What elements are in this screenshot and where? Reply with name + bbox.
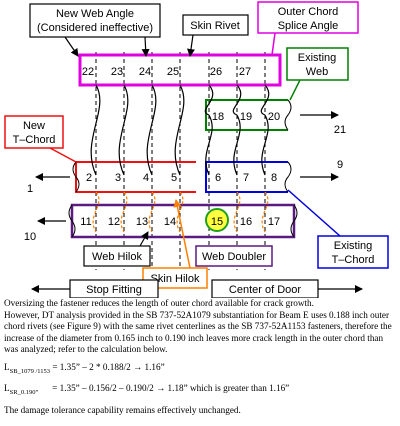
- web-hilok-label: Web Hilok: [92, 251, 142, 263]
- web-hilok-leader: [139, 231, 149, 247]
- fastener-27: 27: [239, 66, 251, 78]
- skin-rivet-callout: [182, 14, 249, 36]
- fastener-5: 5: [171, 172, 177, 184]
- existing-tchord-label: Existing: [334, 240, 373, 252]
- existing-web-outline: [205, 99, 288, 131]
- new-web-angle-callout: [29, 3, 161, 38]
- arrow-label-21: 21: [334, 124, 346, 136]
- fastener-23: 23: [111, 66, 123, 78]
- skin-hilok-label: Skin Hilok: [151, 273, 200, 285]
- fastener-13: 13: [136, 216, 148, 228]
- paragraph-oversizing: Oversizing the fastener reduces the leng…: [4, 298, 314, 308]
- new-web-angle-label: New Web Angle: [56, 8, 134, 20]
- paragraph-dt-analysis: However, DT analysis provided in the SB …: [4, 309, 392, 355]
- existing-tchord-break: [284, 161, 292, 193]
- new-tchord-callout: [4, 115, 64, 149]
- stop-fitting-box: [69, 279, 159, 298]
- web-doubler-break-right: [290, 204, 298, 238]
- existing-tchord-label-2: T–Chord: [332, 254, 375, 266]
- center-door-label: Center of Door: [229, 284, 301, 296]
- fastener-25: 25: [167, 66, 179, 78]
- existing-web-label: Existing: [298, 52, 337, 64]
- skin-hilok-curves: [92, 191, 269, 233]
- web-doubler-break-left: [68, 204, 76, 238]
- fastener-20: 20: [268, 111, 280, 123]
- fastener-14: 14: [164, 216, 176, 228]
- existing-web-leader: [289, 79, 301, 101]
- new-tchord-outline: [75, 161, 196, 193]
- existing-web-label-2: Web: [306, 66, 328, 78]
- fastener-16: 16: [240, 216, 252, 228]
- outer-chord-callout: [257, 1, 359, 34]
- new-tchord-label-2: T–Chord: [13, 134, 56, 146]
- existing-web-callout: [286, 47, 349, 81]
- skin-hilok-leader: [173, 199, 191, 269]
- fastener-26: 26: [210, 66, 222, 78]
- existing-tchord-leader: [287, 189, 341, 237]
- skin-rivet-label: Skin Rivet: [190, 20, 240, 32]
- skin-hilok-callout: [142, 267, 208, 289]
- web-doubler-label: Web Doubler: [202, 251, 266, 263]
- fastener-6: 6: [215, 172, 221, 184]
- web-doubler-callout: [195, 245, 273, 267]
- arrow-label-10: 10: [24, 231, 36, 243]
- fastener-11: 11: [80, 216, 91, 228]
- fastener-19: 19: [240, 111, 252, 123]
- paragraph-conclusion: The damage tolerance capability remains …: [4, 404, 241, 415]
- fastener-24: 24: [139, 66, 151, 78]
- equation-sr: LSR_0.190” = 1.35” – 0.156/2 – 0.190/2 →…: [4, 383, 290, 397]
- fastener-7: 7: [243, 172, 249, 184]
- fastener-15: 15: [211, 216, 223, 228]
- new-web-angle-note: (Considered ineffective): [37, 22, 153, 34]
- existing-web-break: [284, 99, 292, 131]
- new-tchord-label: New: [23, 120, 45, 132]
- arrow-label-1: 1: [27, 183, 33, 195]
- splice-diagram: 22 23 24 25 26 27 18 19 20 2 3 4 5 6 7 8…: [4, 1, 389, 298]
- fastener-8: 8: [271, 172, 277, 184]
- center-door-box: [211, 279, 319, 298]
- fastener-2: 2: [86, 172, 92, 184]
- outer-chord-label: Outer Chord: [278, 6, 339, 18]
- analysis-text: Oversizing the fastener reduces the leng…: [4, 298, 396, 416]
- section-arrows: [35, 111, 339, 225]
- web-hilok-callout: [83, 245, 151, 267]
- skin-rivet-leader: [187, 34, 195, 57]
- new-web-angle-leaders: [64, 36, 150, 57]
- equation-sb: LSB_1079 /1153 = 1.35” – 2 * 0.188/2 → 1…: [4, 361, 165, 375]
- outer-chord-leader: [271, 32, 276, 56]
- fastener-12: 12: [108, 216, 120, 228]
- fastener-18: 18: [212, 111, 224, 123]
- new-tchord-leader: [49, 147, 77, 163]
- fastener-22: 22: [82, 66, 94, 78]
- new-tchord-break: [72, 161, 80, 193]
- fastener-4: 4: [143, 172, 149, 184]
- outer-chord-label-2: Splice Angle: [278, 20, 339, 32]
- existing-tchord-outline: [205, 161, 288, 193]
- stop-fitting-label: Stop Fitting: [86, 284, 142, 296]
- fastener-3: 3: [115, 172, 121, 184]
- existing-tchord-callout: [317, 235, 389, 269]
- arrow-label-9: 9: [337, 159, 343, 171]
- fastener-17: 17: [268, 216, 280, 228]
- highlight-circle: [205, 208, 229, 232]
- skin-rivet-curves: [90, 84, 270, 176]
